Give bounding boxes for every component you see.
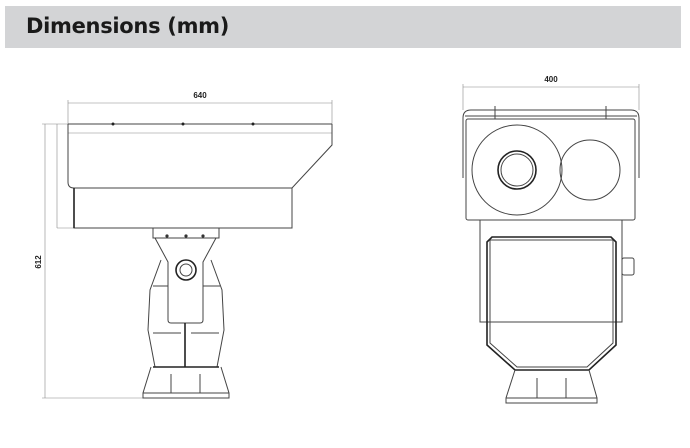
front-width-label: 400 xyxy=(544,75,558,84)
side-width-label: 640 xyxy=(193,91,207,100)
front-view-drawing: 400 xyxy=(462,75,640,404)
section-title: Dimensions (mm) xyxy=(26,14,230,38)
side-view-drawing: 640 612 xyxy=(34,91,333,399)
section-header: Dimensions (mm) xyxy=(5,6,681,48)
side-height-label: 612 xyxy=(34,255,43,269)
